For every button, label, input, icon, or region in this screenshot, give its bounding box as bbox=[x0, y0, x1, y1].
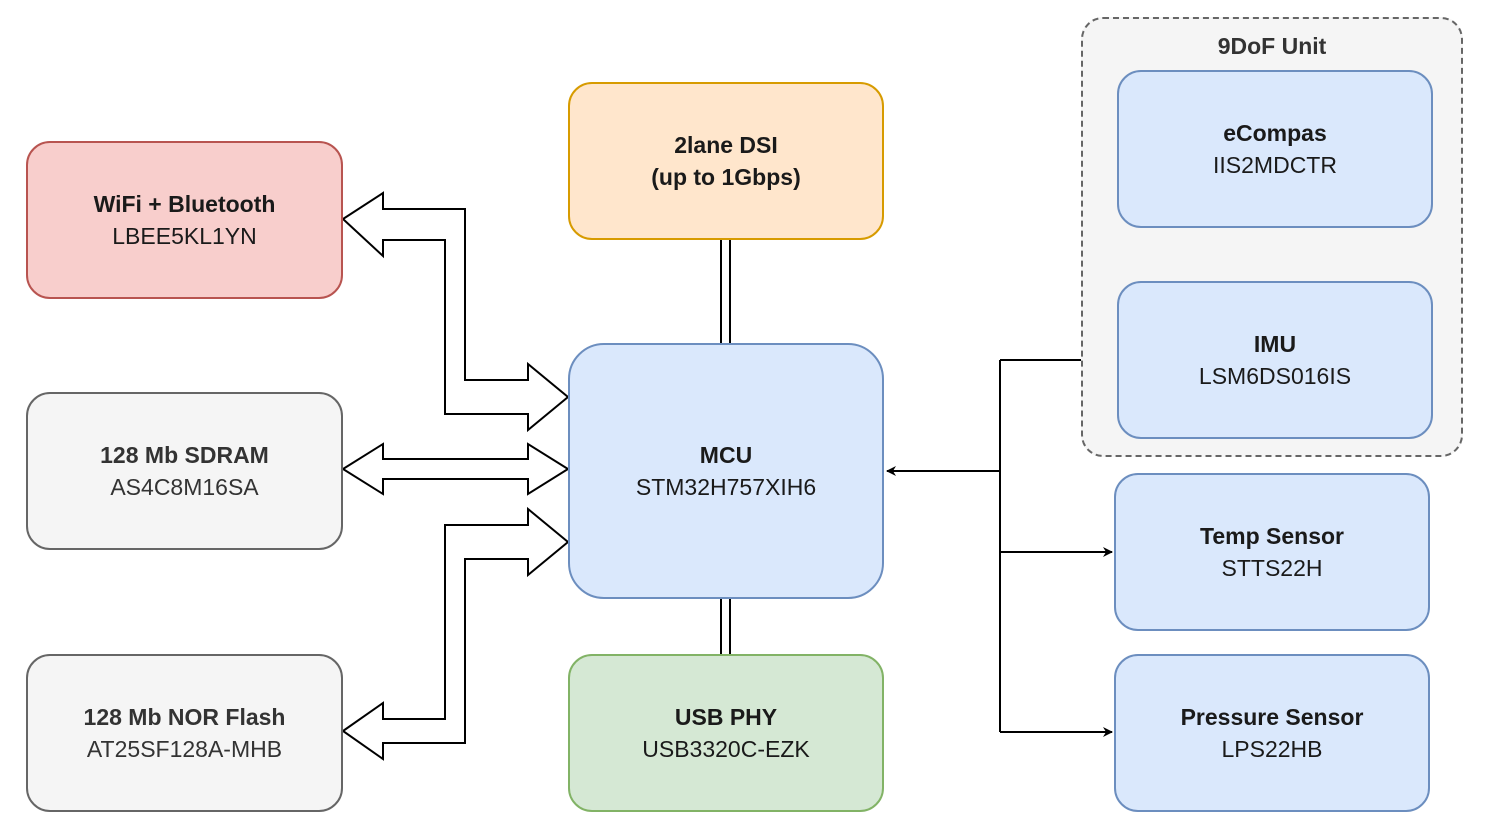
block-part-number: USB3320C-EZK bbox=[642, 736, 810, 762]
block-usb-phy: USB PHY USB3320C-EZK bbox=[568, 654, 884, 812]
block-dsi: 2lane DSI (up to 1Gbps) bbox=[568, 82, 884, 240]
block-pressure-sensor: Pressure Sensor LPS22HB bbox=[1114, 654, 1430, 812]
block-sdram: 128 Mb SDRAM AS4C8M16SA bbox=[26, 392, 343, 550]
block-part-number: STM32H757XIH6 bbox=[635, 474, 817, 500]
sensor-bus bbox=[886, 355, 1116, 737]
block-title: IMU bbox=[1253, 331, 1297, 357]
bus-arrow-mcu-sdram bbox=[341, 442, 570, 496]
block-title: USB PHY bbox=[674, 704, 778, 730]
block-title: MCU bbox=[699, 442, 753, 468]
block-temp-sensor: Temp Sensor STTS22H bbox=[1114, 473, 1430, 631]
bus-arrow-mcu-nor bbox=[341, 506, 570, 761]
block-title: 128 Mb NOR Flash bbox=[83, 704, 286, 730]
block-ecompas: eCompas IIS2MDCTR bbox=[1117, 70, 1433, 228]
block-part-number: AS4C8M16SA bbox=[110, 474, 259, 500]
block-title: 128 Mb SDRAM bbox=[100, 442, 269, 468]
block-mcu: MCU STM32H757XIH6 bbox=[568, 343, 884, 599]
block-part-number: AT25SF128A-MHB bbox=[86, 736, 283, 762]
block-part-number: LPS22HB bbox=[1221, 736, 1323, 762]
block-title: WiFi + Bluetooth bbox=[93, 191, 276, 217]
block-nor-flash: 128 Mb NOR Flash AT25SF128A-MHB bbox=[26, 654, 343, 812]
block-part-number: LBEE5KL1YN bbox=[112, 223, 257, 249]
block-wifi-bluetooth: WiFi + Bluetooth LBEE5KL1YN bbox=[26, 141, 343, 299]
block-title-line1: 2lane DSI bbox=[674, 132, 778, 158]
block-title: Temp Sensor bbox=[1200, 523, 1344, 549]
bus-arrow-mcu-wifi bbox=[341, 191, 570, 433]
link-mcu-usb bbox=[720, 599, 731, 654]
block-part-number: IIS2MDCTR bbox=[1213, 152, 1337, 178]
block-title-line2: (up to 1Gbps) bbox=[651, 164, 801, 190]
block-part-number: STTS22H bbox=[1221, 555, 1323, 581]
block-part-number: LSM6DS016IS bbox=[1198, 363, 1352, 389]
block-title: Pressure Sensor bbox=[1180, 704, 1364, 730]
block-title: eCompas bbox=[1223, 120, 1327, 146]
block-imu: IMU LSM6DS016IS bbox=[1117, 281, 1433, 439]
group-label: 9DoF Unit bbox=[1217, 33, 1327, 59]
link-mcu-dsi bbox=[720, 240, 731, 343]
